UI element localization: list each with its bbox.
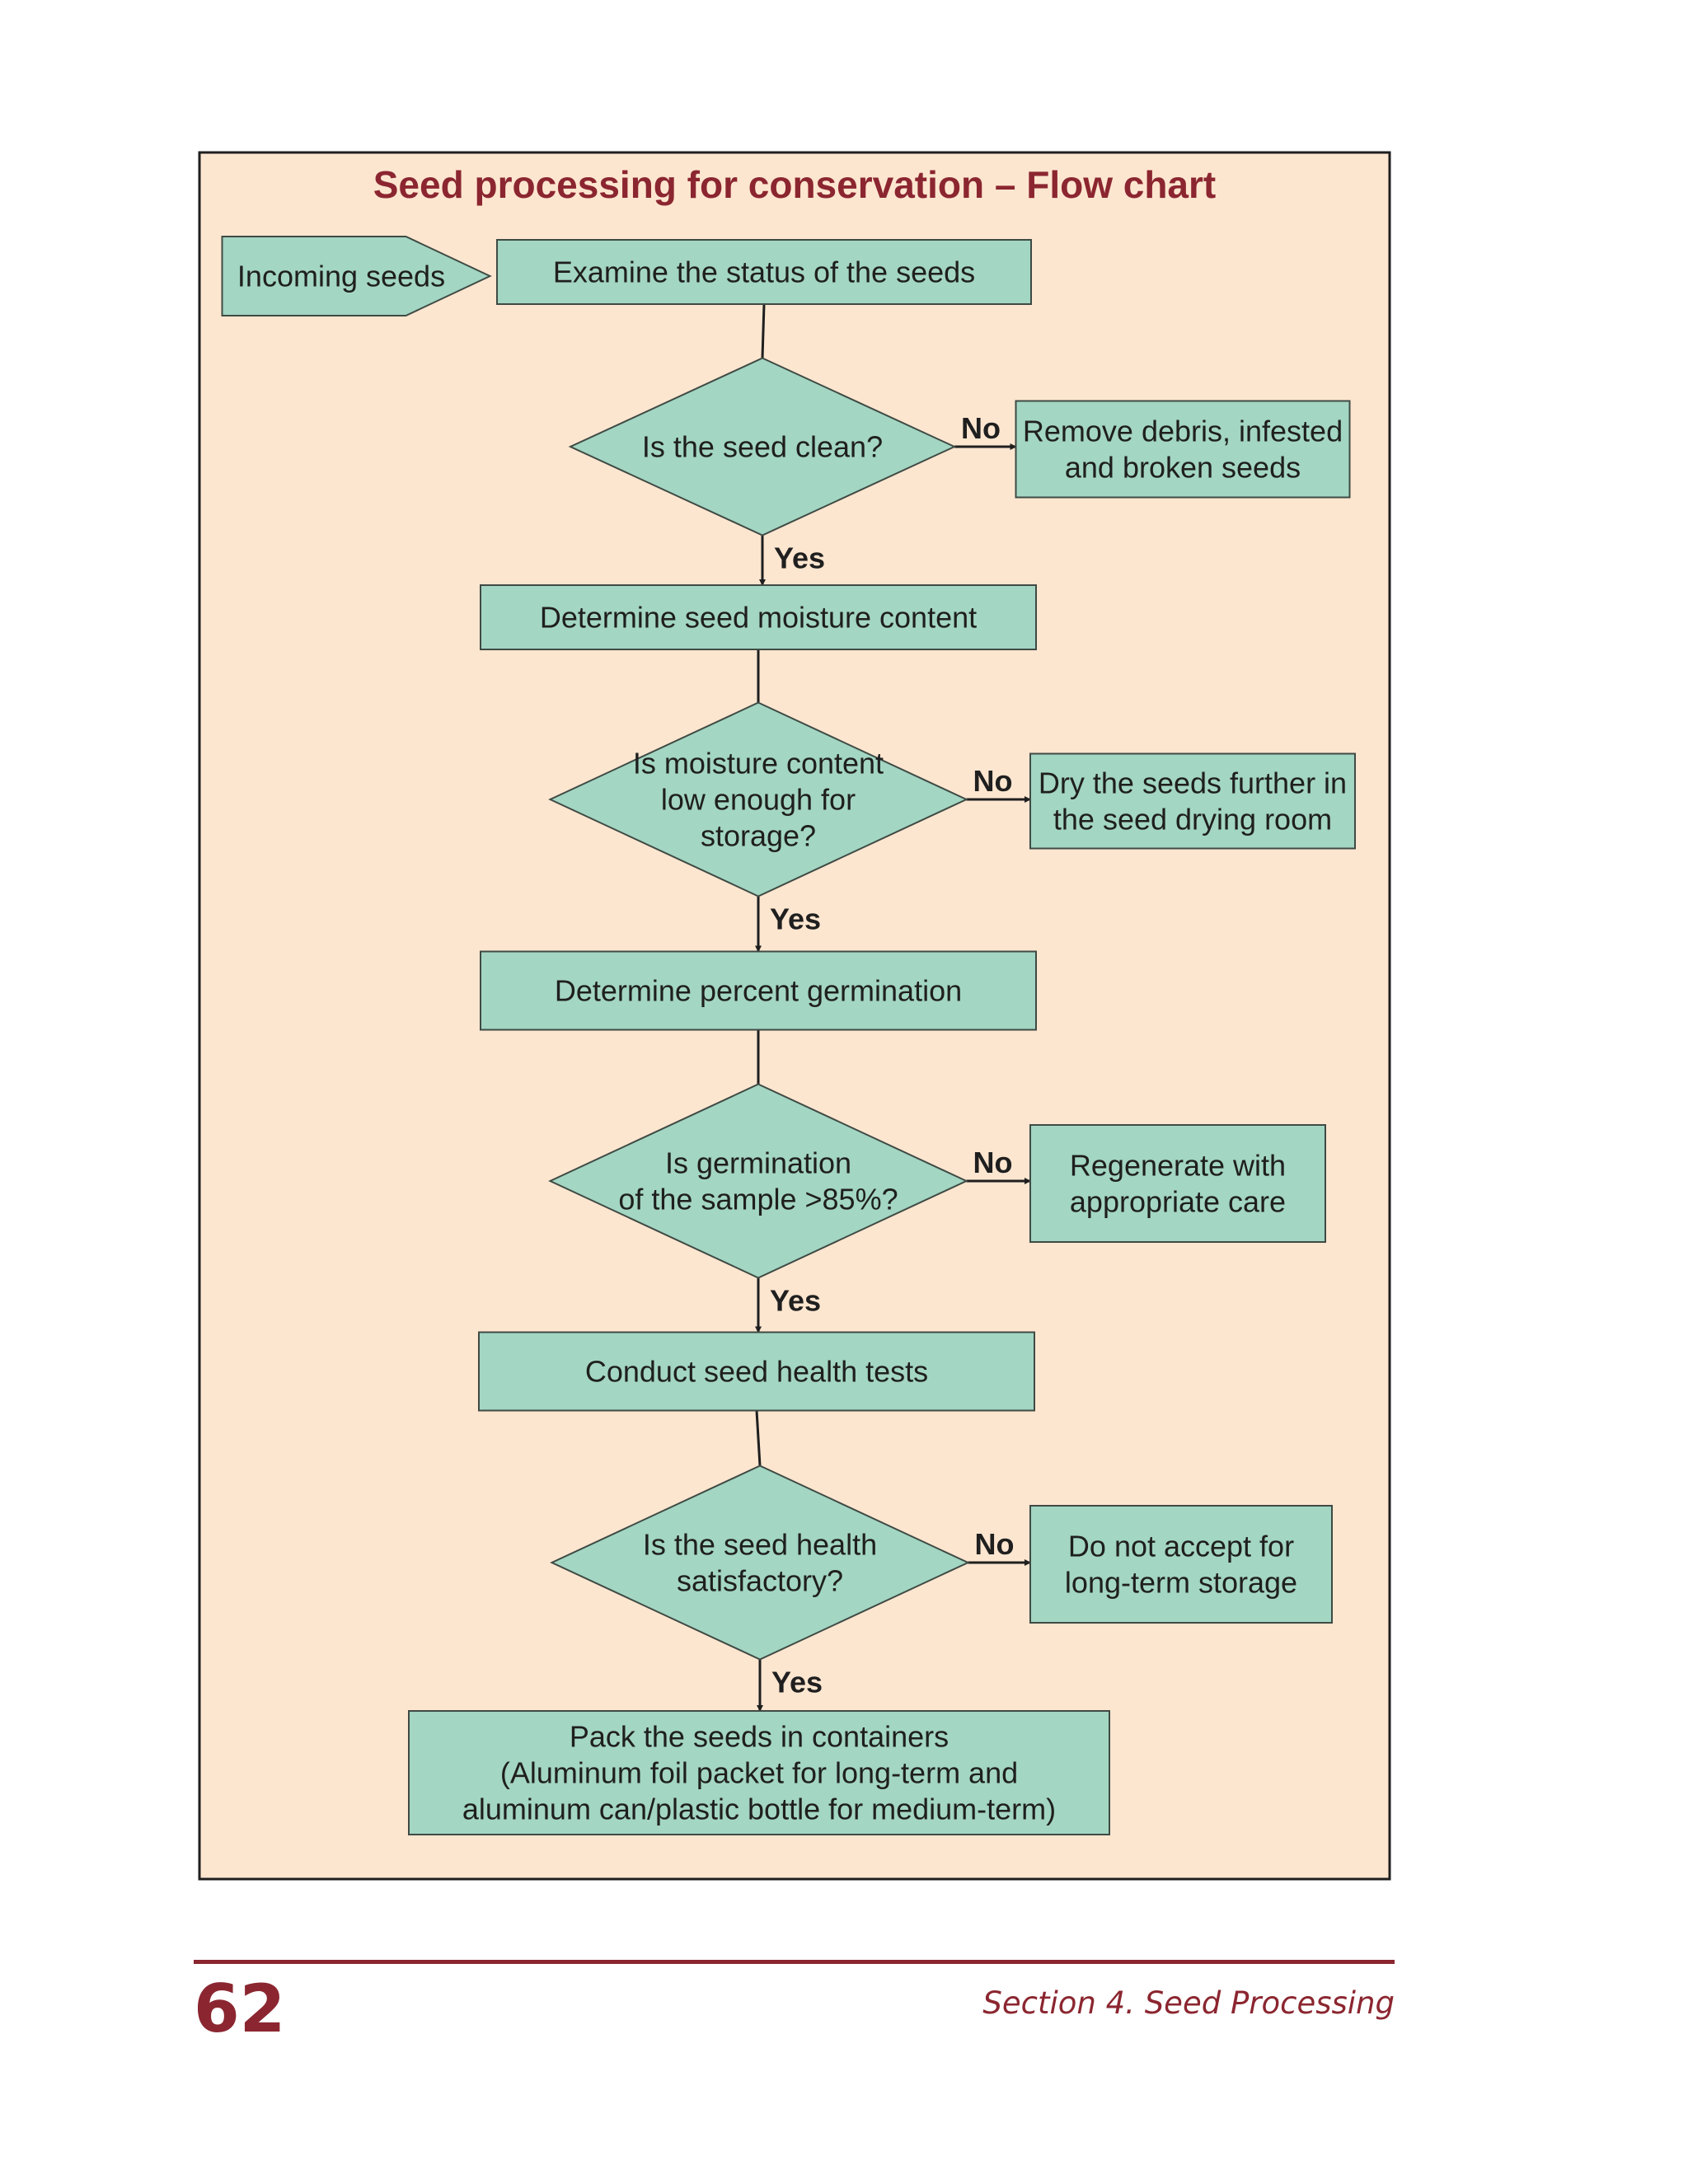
node-label: storage? (701, 819, 816, 853)
edge-label-yes: Yes (770, 902, 821, 936)
node-label: Regenerate with (1070, 1149, 1286, 1183)
node-shape (548, 701, 968, 898)
node-shape (1029, 1505, 1333, 1624)
node-label: Is the seed clean? (642, 430, 883, 464)
edge-q-moisture-to-germination: Yes (755, 896, 821, 953)
node-shape (1029, 752, 1356, 850)
node-label: Determine percent germination (555, 974, 962, 1008)
flowchart-title: Seed processing for conservation – Flow … (373, 163, 1217, 206)
node-label: the seed drying room (1053, 803, 1332, 837)
node-label: of the sample >85%? (618, 1183, 898, 1216)
node-label: Examine the status of the seeds (553, 255, 975, 289)
node-label: Conduct seed health tests (585, 1355, 928, 1389)
node-label: appropriate care (1070, 1185, 1286, 1219)
node-shape (550, 1465, 970, 1661)
section-label: Section 4. Seed Processing (982, 1985, 1395, 2021)
node-shape (568, 357, 957, 537)
node-shape (478, 1331, 1035, 1412)
page-number: 62 (194, 1971, 286, 2047)
node-label: (Aluminum foil packet for long-term and (500, 1756, 1018, 1790)
node-shape (480, 950, 1037, 1031)
node-shape (1029, 1124, 1326, 1243)
node-label: and broken seeds (1065, 451, 1301, 485)
edge-q-health-to-reject: No (968, 1527, 1031, 1566)
node-pack: Pack the seeds in containers(Aluminum fo… (408, 1710, 1110, 1835)
edge-label-no: No (961, 411, 1001, 445)
edge-q-moisture-to-dry-seeds: No (966, 764, 1031, 803)
edge-examine-to-q-clean (761, 303, 766, 359)
node-label: Is moisture content (633, 747, 884, 780)
node-health-tests: Conduct seed health tests (478, 1331, 1035, 1412)
edge-q-clean-to-moisture: Yes (759, 535, 825, 586)
edge-label-no: No (973, 764, 1013, 798)
edge-label-no: No (973, 1146, 1013, 1179)
node-label: Determine seed moisture content (540, 601, 977, 635)
edge-line (755, 1410, 762, 1466)
edge-q-germination-to-regenerate: No (966, 1146, 1031, 1184)
edge-q-germination-to-health-tests: Yes (755, 1277, 821, 1333)
node-examine: Examine the status of the seeds (496, 239, 1032, 305)
node-shape (480, 584, 1037, 650)
edge-q-clean-to-remove-debris: No (954, 411, 1017, 450)
node-label: long-term storage (1065, 1566, 1297, 1600)
node-label: low enough for (661, 783, 856, 817)
edge-label-no: No (975, 1527, 1015, 1561)
node-label: Pack the seeds in containers (570, 1720, 949, 1754)
edge-label-yes: Yes (771, 1666, 823, 1699)
node-label: satisfactory? (677, 1564, 843, 1598)
node-q-clean: Is the seed clean? (568, 357, 957, 537)
footer-rule (194, 1960, 1395, 1964)
node-shape (496, 239, 1032, 305)
node-label: Dry the seeds further in (1039, 766, 1347, 800)
node-label: Is germination (665, 1146, 851, 1180)
node-label: Do not accept for (1068, 1530, 1294, 1563)
node-shape (1015, 400, 1351, 499)
node-moisture: Determine seed moisture content (480, 584, 1037, 650)
edge-label-yes: Yes (774, 541, 825, 575)
node-germination: Determine percent germination (480, 950, 1037, 1031)
node-shape (221, 236, 492, 316)
node-label: Remove debris, infested (1023, 415, 1343, 448)
nodes-layer: Incoming seeds Examine the status of the … (221, 236, 1356, 1835)
edge-label-yes: Yes (770, 1284, 821, 1318)
node-label: Is the seed health (643, 1528, 877, 1562)
node-shape (548, 1083, 968, 1279)
node-label: Incoming seeds (237, 260, 445, 293)
edge-health-tests-to-q-health (755, 1410, 762, 1466)
edge-q-health-to-pack: Yes (757, 1659, 823, 1712)
node-shape (408, 1710, 1110, 1835)
edge-line (761, 303, 766, 359)
node-incoming: Incoming seeds (221, 236, 492, 316)
node-label: aluminum can/plastic bottle for medium-t… (462, 1793, 1056, 1826)
